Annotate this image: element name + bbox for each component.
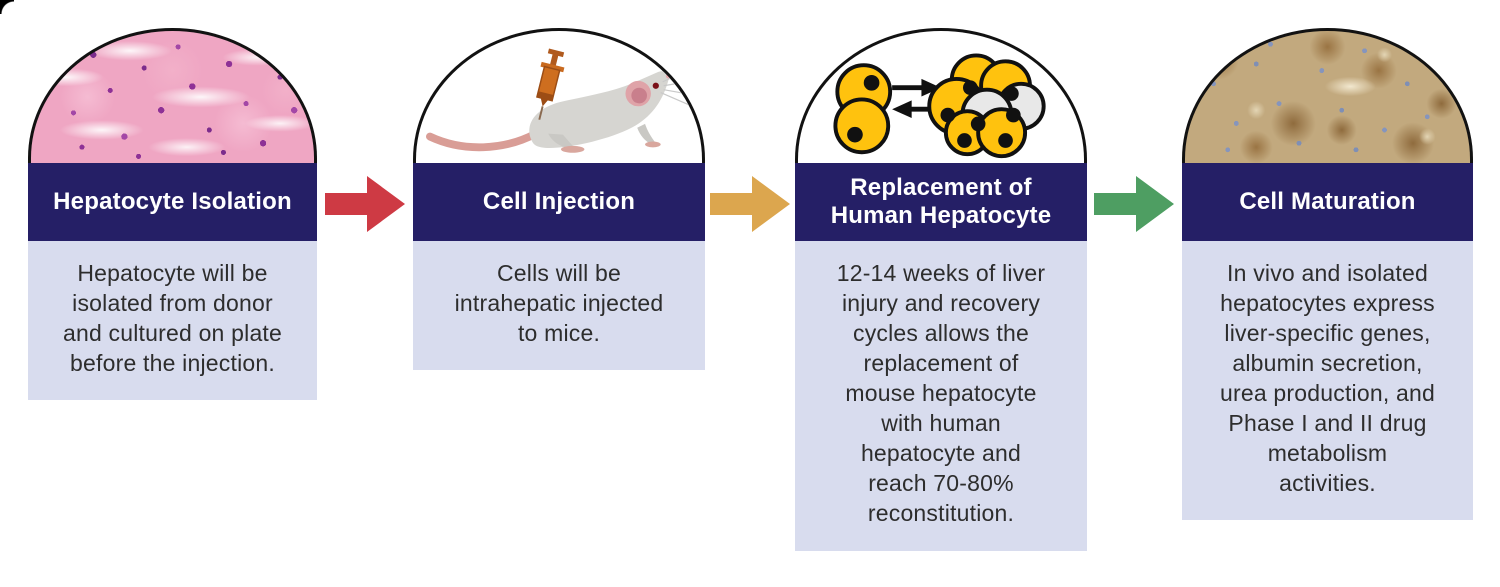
step-title: Cell Maturation [1239, 188, 1416, 215]
mouse-hind-leg [548, 133, 576, 150]
step-title: Hepatocyte Isolation [53, 188, 292, 215]
step-description: 12-14 weeks of liver injury and recovery… [795, 241, 1087, 551]
cell-cluster [927, 53, 1046, 159]
step-description: In vivo and isolated hepatocytes express… [1182, 241, 1473, 520]
syringe-icon [536, 48, 565, 120]
step-title-bar: Cell Maturation [1182, 163, 1473, 241]
mouse-with-syringe-icon [426, 48, 699, 153]
step-description: Cells will be intrahepatic injected to m… [413, 241, 705, 370]
mouse-eye [652, 82, 659, 89]
step-title-bar: Hepatocyte Isolation [28, 163, 317, 241]
mouse-illustration [413, 28, 705, 163]
mouse-front-foot [645, 141, 661, 148]
step-description: Hepatocyte will be isolated from donor a… [28, 241, 317, 400]
cell-pair [833, 63, 893, 155]
step-card-cell-maturation: Cell Maturation In vivo and isolated hep… [1182, 28, 1473, 520]
page-corner-artifact [0, 0, 14, 14]
flow-arrow-icon [325, 176, 405, 232]
ihc-histology-image [1182, 28, 1473, 163]
cell-replacement-diagram [795, 28, 1087, 163]
step-card-hepatocyte-isolation: Hepatocyte Isolation Hepatocyte will be … [28, 28, 317, 400]
mouse-tail [426, 129, 540, 152]
mouse-nose [665, 73, 672, 79]
mouse-front-leg [637, 123, 658, 146]
step-title-bar: Replacement of Human Hepatocyte [795, 163, 1087, 241]
step-title-bar: Cell Injection [413, 163, 705, 241]
step-card-replacement: Replacement of Human Hepatocyte 12-14 we… [795, 28, 1087, 551]
step-title: Replacement of Human Hepatocyte [830, 174, 1052, 229]
he-histology-image [28, 28, 317, 163]
cell-replacement-icon [833, 53, 1046, 159]
step-title: Cell Injection [482, 188, 636, 215]
cell-nucleus [863, 75, 880, 91]
mouse-hind-foot [560, 145, 585, 153]
flow-arrow-icon [1094, 176, 1174, 232]
cell-nucleus [847, 126, 863, 143]
step-card-cell-injection: Cell Injection Cells will be intrahepati… [413, 28, 705, 370]
mouse-ear-inner [631, 87, 647, 104]
mouse-whiskers [660, 65, 699, 106]
cluster-nuclei [940, 80, 1021, 148]
flow-arrow-icon [710, 176, 790, 232]
